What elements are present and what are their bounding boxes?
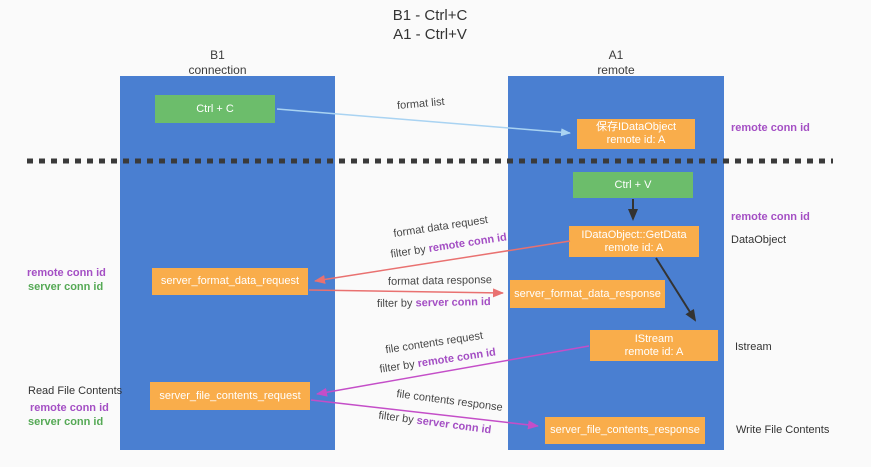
title-line-1: B1 - Ctrl+C	[392, 7, 468, 24]
box-save-idataobject: 保存IDataObject remote id: A	[577, 119, 695, 149]
server-conn-id-text: server conn id	[415, 296, 491, 310]
save-idataobject-remote-id: remote id: A	[606, 134, 666, 146]
right-istream-label: Istream	[735, 341, 772, 353]
left-remote-conn-id-top-label: remote conn id	[27, 267, 106, 279]
server-conn-id-text: server conn id	[415, 414, 493, 437]
filter-by-text: filter by	[377, 409, 415, 427]
left-column-header: B1 connection	[120, 48, 315, 78]
box-ctrl-c: Ctrl + C	[155, 95, 275, 123]
right-column-header: A1 remote	[508, 48, 724, 78]
box-server-file-contents-response: server_file_contents_response	[545, 417, 705, 444]
ctrl-v-label: Ctrl + V	[614, 178, 652, 191]
box-ctrl-v: Ctrl + V	[573, 172, 693, 198]
left-server-conn-id-bottom-label: server conn id	[28, 416, 104, 428]
format-data-response-filter-label: filter by server conn id	[377, 296, 491, 310]
getdata-remote-id: remote id: A	[604, 241, 664, 254]
box-idataobject-getdata: IDataObject::GetData remote id: A	[569, 226, 699, 257]
istream-label: IStream	[634, 332, 674, 345]
left-remote-conn-id-bottom-label: remote conn id	[30, 402, 109, 414]
remote-conn-id-text: remote conn id	[427, 231, 508, 255]
istream-remote-id: remote id: A	[624, 345, 684, 358]
server-file-contents-response-label: server_file_contents_response	[550, 424, 700, 436]
box-server-file-contents-request: server_file_contents_request	[150, 382, 310, 410]
box-server-format-data-response: server_format_data_response	[510, 280, 665, 308]
ctrl-c-label: Ctrl + C	[196, 102, 234, 115]
left-server-conn-id-top-label: server conn id	[28, 281, 104, 293]
left-read-file-contents-label: Read File Contents	[28, 385, 123, 397]
right-write-file-contents-label: Write File Contents	[736, 424, 830, 436]
file-contents-response-filter-label: filter by server conn id	[378, 410, 492, 437]
server-format-data-response-label: server_format_data_response	[514, 287, 661, 300]
format-list-label: format list	[396, 95, 446, 113]
server-format-data-request-label: server_format_data_request	[160, 275, 300, 287]
left-header-role: connection	[188, 63, 247, 77]
remote-conn-id-text: remote conn id	[416, 346, 497, 370]
filter-by-text: filter by	[378, 358, 416, 376]
server-file-contents-request-label: server_file_contents_request	[159, 389, 301, 402]
file-contents-response-label: file contents response	[395, 388, 504, 414]
right-header-name: A1	[608, 48, 624, 62]
filter-by-text: filter by	[376, 297, 413, 310]
title-line-2: A1 - Ctrl+V	[393, 26, 467, 43]
diagram-title: B1 - Ctrl+C A1 - Ctrl+V	[330, 6, 530, 44]
right-dataobject-label: DataObject	[731, 234, 787, 246]
format-data-response-arrow	[308, 288, 504, 298]
box-server-format-data-request: server_format_data_request	[152, 268, 308, 295]
right-remote-conn-id-top-label: remote conn id	[731, 122, 810, 134]
left-header-name: B1	[210, 48, 225, 62]
format-data-response-label: format data response	[387, 274, 493, 288]
save-idataobject-label: 保存IDataObject	[595, 121, 677, 133]
getdata-label: IDataObject::GetData	[581, 228, 687, 241]
right-header-role: remote	[597, 63, 635, 77]
right-remote-conn-id-mid-label: remote conn id	[731, 211, 810, 223]
box-istream: IStream remote id: A	[590, 330, 718, 361]
filter-by-text: filter by	[389, 243, 427, 261]
